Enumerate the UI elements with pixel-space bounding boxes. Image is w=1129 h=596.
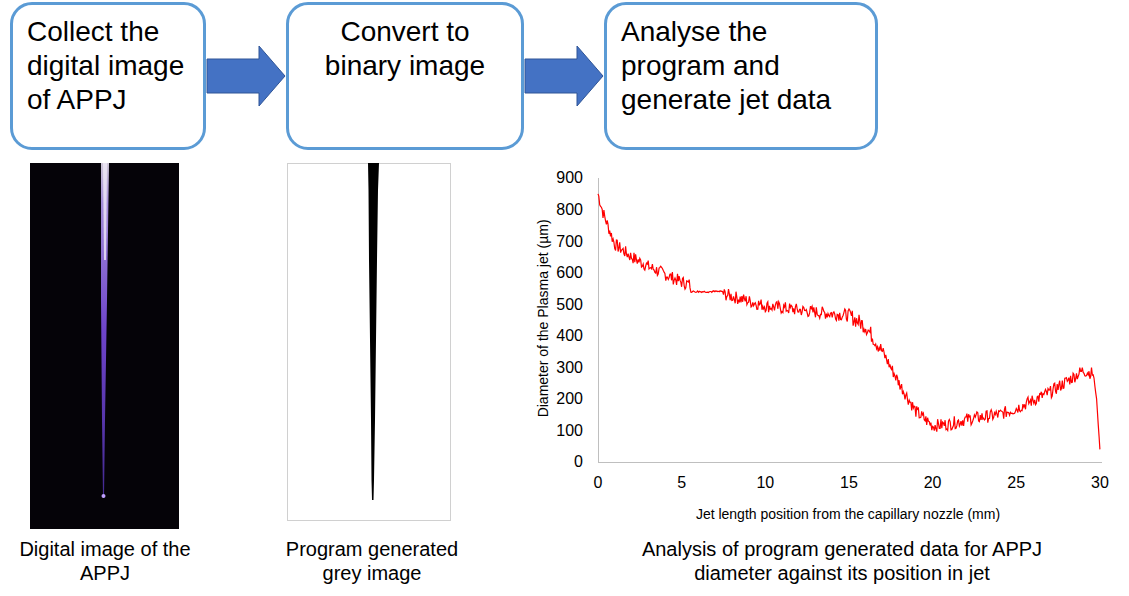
y-tick: 500 (556, 295, 583, 314)
y-tick: 300 (556, 358, 583, 377)
y-tick: 600 (556, 263, 583, 282)
x-tick: 15 (840, 473, 858, 492)
process-box: Convert to binary image (286, 2, 524, 150)
step-text: Collect the digital image of APPJ (27, 15, 189, 117)
y-tick: 700 (556, 232, 583, 251)
x-tick: 25 (1007, 473, 1025, 492)
binary-image (288, 163, 451, 521)
chart-caption: Analysis of program generated data for A… (622, 537, 1062, 585)
block-arrow (525, 46, 603, 106)
x-tick: 30 (1091, 473, 1109, 492)
y-tick: 200 (556, 389, 583, 408)
diameter-curve (598, 194, 1100, 450)
appj-photo (30, 163, 179, 529)
step-text: Convert to binary image (303, 15, 507, 83)
y-tick: 400 (556, 326, 583, 345)
y-tick: 800 (556, 200, 583, 219)
y-tick: 0 (574, 452, 583, 471)
chart-axes (598, 178, 1102, 463)
process-box: Analyse the program and generate jet dat… (604, 2, 878, 150)
y-axis-title: Diameter of the Plasma jet (µm) (535, 219, 552, 417)
process-box: Collect the digital image of APPJ (10, 2, 206, 150)
x-tick: 20 (924, 473, 942, 492)
image-caption: Program generated grey image (272, 537, 472, 585)
step-text: Analyse the program and generate jet dat… (621, 15, 861, 117)
x-tick: 5 (677, 473, 686, 492)
x-tick: 0 (594, 473, 603, 492)
block-arrow (207, 46, 285, 106)
image-caption: Digital image of the APPJ (5, 537, 205, 585)
x-axis-title: Jet length position from the capillary n… (696, 506, 1000, 523)
y-tick: 900 (556, 168, 583, 187)
y-tick: 100 (556, 421, 583, 440)
x-tick: 10 (756, 473, 774, 492)
